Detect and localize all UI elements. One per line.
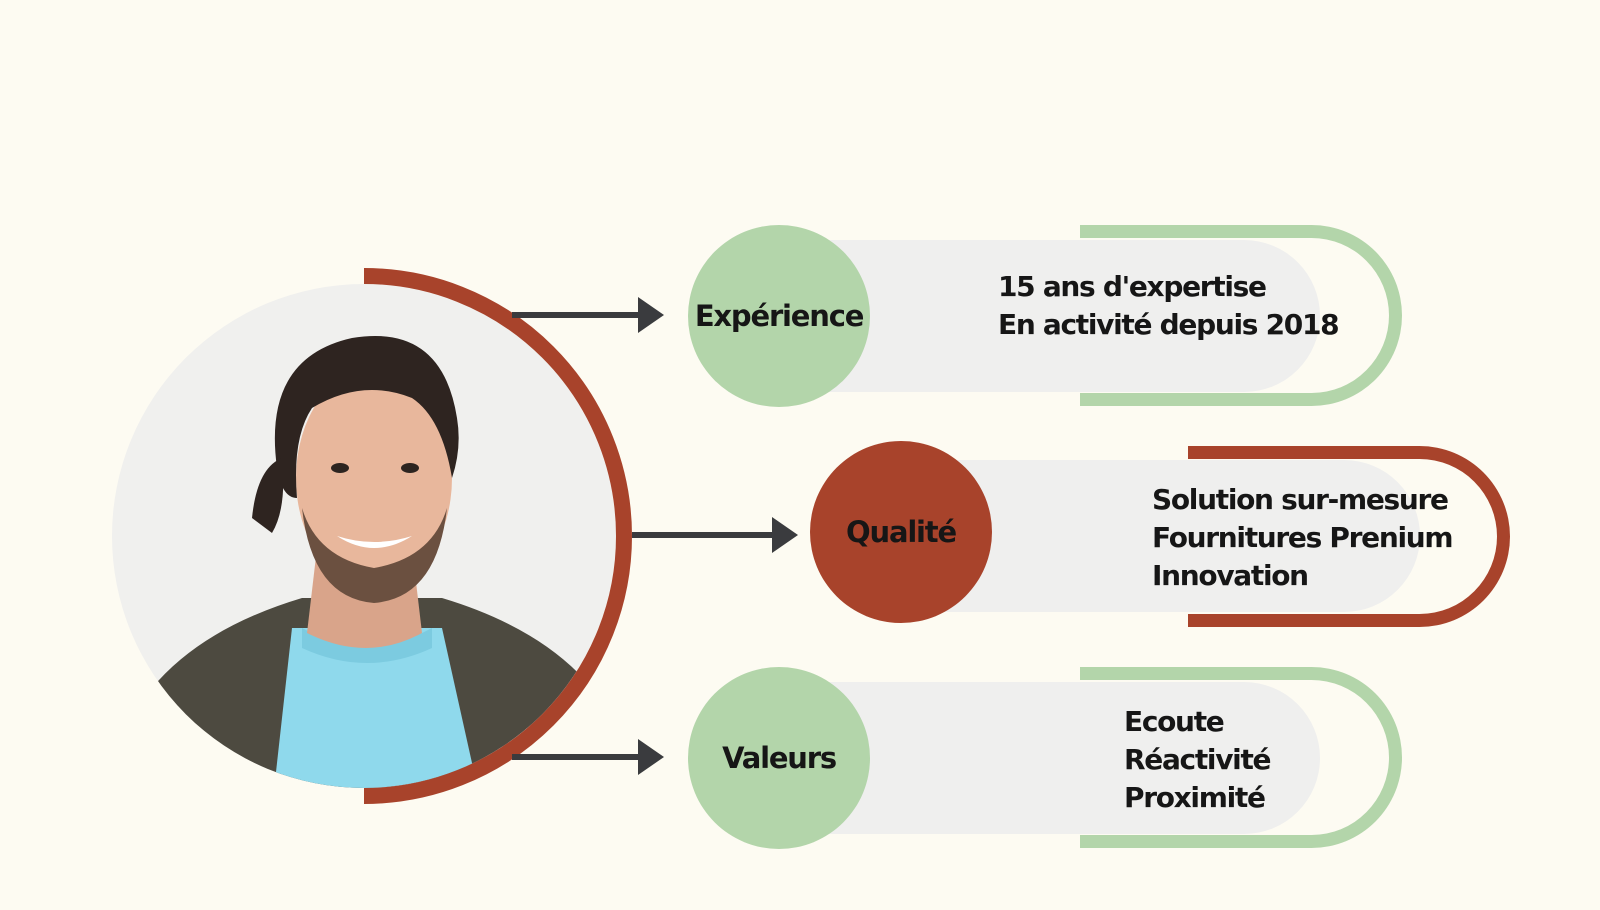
valeurs-panel: [780, 682, 1320, 834]
arrow-to-valeurs: [512, 739, 664, 775]
arrow-to-qualite: [632, 517, 798, 553]
arrow-to-experience: [512, 297, 664, 333]
valeurs-bubble: Valeurs: [688, 667, 870, 849]
qualite-bubble: Qualité: [810, 441, 992, 623]
valeurs-line: Réactivité: [1124, 743, 1272, 776]
valeurs-label: Valeurs: [722, 741, 837, 775]
valeurs-line: Ecoute: [1124, 705, 1225, 738]
experience-details: 15 ans d'expertise En activité depuis 20…: [998, 268, 1340, 344]
person-portrait-icon: [112, 268, 632, 804]
valeurs-line: Proximité: [1124, 781, 1266, 814]
qualite-line: Innovation: [1152, 559, 1309, 592]
experience-bubble: Expérience: [688, 225, 870, 407]
qualite-line: Fournitures Prenium: [1152, 521, 1454, 554]
qualite-details: Solution sur-mesure Fournitures Prenium …: [1152, 481, 1454, 595]
valeurs-details: Ecoute Réactivité Proximité: [1124, 703, 1272, 817]
experience-line: 15 ans d'expertise: [998, 270, 1267, 303]
experience-label: Expérience: [694, 299, 865, 333]
qualite-label: Qualité: [846, 515, 957, 549]
experience-line: En activité depuis 2018: [998, 308, 1340, 341]
qualite-line: Solution sur-mesure: [1152, 483, 1449, 516]
experience-panel: [780, 240, 1320, 392]
